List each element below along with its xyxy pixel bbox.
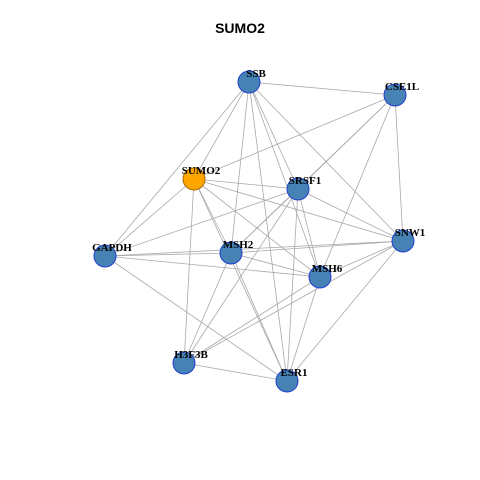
node-label-sumo2: SUMO2	[182, 165, 221, 177]
node-label-h3f3b: H3F3B	[174, 349, 208, 361]
edge-gapdh-esr1	[104, 255, 288, 382]
node-label-gapdh: GAPDH	[92, 242, 132, 254]
node-sumo2[interactable]	[182, 167, 206, 191]
node-gapdh[interactable]	[93, 244, 117, 268]
edge-sumo2-snw1	[193, 178, 404, 242]
edge-srsf1-msh2	[230, 188, 299, 254]
node-label-msh2: MSH2	[223, 239, 254, 251]
edge-sumo2-srsf1	[193, 178, 299, 190]
edge-snw1-msh2	[230, 240, 404, 254]
edge-srsf1-esr1	[286, 188, 299, 382]
edge-ssb-cse1l	[248, 81, 396, 96]
edge-cse1l-msh6	[319, 94, 396, 278]
node-layer	[93, 70, 415, 393]
edge-srsf1-gapdh	[104, 188, 299, 257]
edge-snw1-gapdh	[104, 240, 404, 257]
node-label-esr1: ESR1	[281, 367, 308, 379]
edge-ssb-gapdh	[104, 81, 250, 257]
edge-gapdh-msh2	[104, 252, 232, 257]
edge-cse1l-sumo2	[193, 94, 396, 180]
node-srsf1[interactable]	[286, 177, 310, 201]
edge-sumo2-esr1	[193, 178, 288, 382]
edge-snw1-h3f3b	[183, 240, 404, 364]
edge-msh2-msh6	[230, 252, 321, 278]
edge-layer	[104, 81, 404, 382]
node-h3f3b[interactable]	[172, 351, 196, 375]
edge-ssb-srsf1	[248, 81, 299, 190]
edge-ssb-esr1	[248, 81, 288, 382]
edge-cse1l-snw1	[394, 94, 404, 242]
edge-msh2-h3f3b	[183, 252, 232, 364]
node-ssb[interactable]	[237, 70, 261, 94]
edge-srsf1-msh6	[297, 188, 321, 278]
node-label-snw1: SNW1	[395, 227, 426, 239]
edge-snw1-esr1	[286, 240, 404, 382]
node-esr1[interactable]	[275, 369, 299, 393]
edge-msh6-esr1	[286, 276, 321, 382]
node-label-srsf1: SRSF1	[289, 175, 321, 187]
edge-sumo2-msh2	[193, 178, 232, 254]
edge-msh2-esr1	[230, 252, 288, 382]
page-title: SUMO2	[215, 20, 265, 36]
node-label-ssb: SSB	[246, 68, 266, 80]
edge-sumo2-h3f3b	[183, 178, 195, 364]
node-snw1[interactable]	[391, 229, 415, 253]
node-label-cse1l: CSE1L	[385, 81, 419, 93]
edge-msh6-h3f3b	[183, 276, 321, 364]
edge-ssb-msh2	[230, 81, 250, 254]
node-msh2[interactable]	[219, 241, 243, 265]
edge-srsf1-snw1	[297, 188, 404, 242]
edge-gapdh-msh6	[104, 255, 321, 278]
node-cse1l[interactable]	[383, 83, 407, 107]
edge-h3f3b-esr1	[183, 362, 288, 382]
edge-ssb-msh6	[248, 81, 321, 278]
edge-sumo2-gapdh	[104, 178, 195, 257]
edge-ssb-sumo2	[193, 81, 250, 180]
node-msh6[interactable]	[308, 265, 332, 289]
edge-snw1-msh6	[319, 240, 404, 278]
node-label-msh6: MSH6	[312, 263, 343, 275]
